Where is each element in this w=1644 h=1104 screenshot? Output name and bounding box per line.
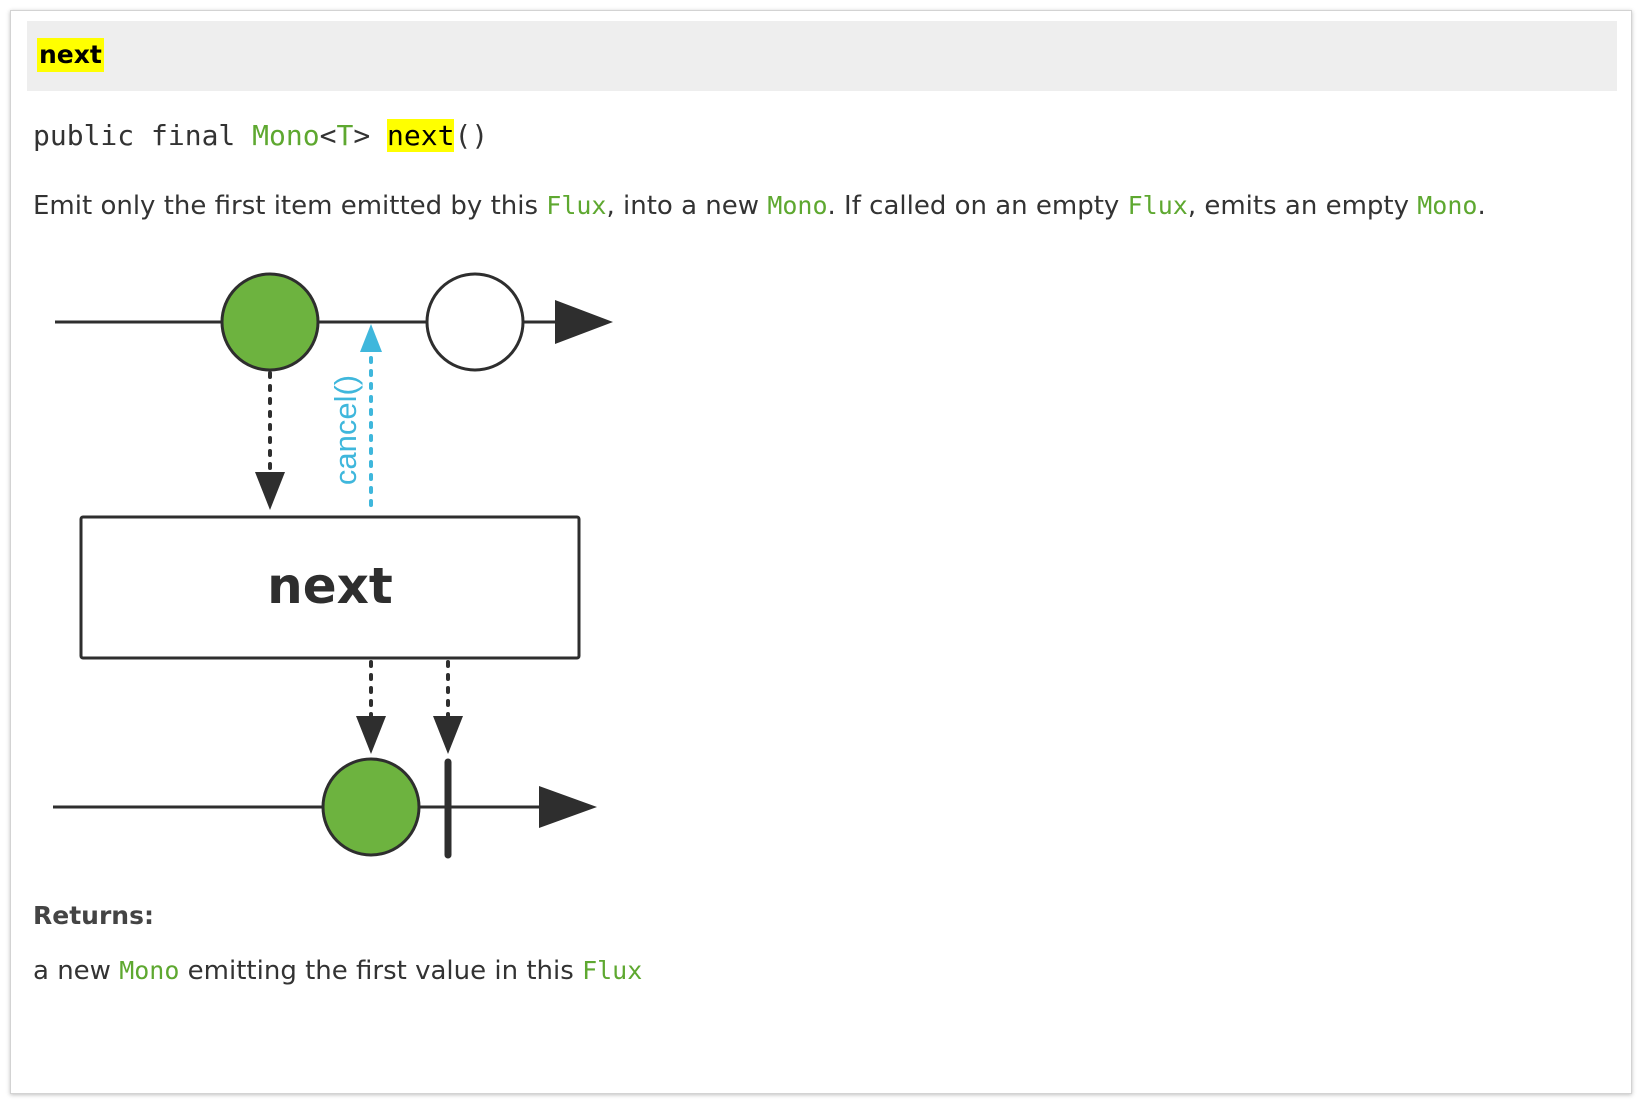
method-name-highlight: next: [387, 119, 455, 152]
description-text-1: Emit only the first item emitted by this: [33, 191, 547, 221]
signature-gt: >: [353, 119, 388, 152]
method-description: Emit only the first item emitted by this…: [33, 186, 1486, 226]
method-header: next: [27, 21, 1617, 91]
description-text-3: . If called on an empty: [827, 191, 1128, 221]
description-text-2: , into a new: [606, 191, 768, 221]
returns-text-2: emitting the first value in this: [179, 956, 583, 986]
complete-arrowhead: [433, 716, 463, 754]
operator-label: next: [267, 557, 393, 615]
result-timeline-arrowhead: [539, 786, 597, 828]
cancel-label: cancel(): [328, 375, 363, 485]
method-signature: public final Mono<T> next(): [33, 118, 488, 154]
returns-flux-link[interactable]: Flux: [582, 956, 643, 985]
source-item-green: [220, 272, 320, 372]
returns-description: a new Mono emitting the first value in t…: [33, 951, 642, 991]
flux-code-link[interactable]: Flux: [546, 191, 607, 220]
returns-label: Returns:: [33, 901, 154, 930]
signature-parens: (): [454, 119, 489, 152]
operator-box: [79, 515, 581, 660]
source-item-empty: [425, 272, 525, 372]
marble-diagram: cancel() next: [53, 272, 613, 859]
returns-mono-link[interactable]: Mono: [119, 956, 180, 985]
result-item-green: [321, 757, 421, 857]
return-type-link[interactable]: Mono: [252, 119, 320, 152]
flux-code-link-2[interactable]: Flux: [1127, 191, 1188, 220]
returns-text-1: a new: [33, 956, 120, 986]
description-text-4: , emits an empty: [1187, 191, 1418, 221]
cancel-arrowhead: [360, 324, 382, 352]
description-text-5: .: [1477, 191, 1486, 221]
signature-modifiers: public final: [33, 119, 253, 152]
result-item-arrowhead: [356, 716, 386, 754]
signature-lt: <: [319, 119, 337, 152]
mono-code-link-2[interactable]: Mono: [1417, 191, 1478, 220]
source-timeline-arrowhead: [555, 300, 613, 344]
emit-down-arrowhead: [255, 472, 285, 510]
mono-code-link[interactable]: Mono: [767, 191, 828, 220]
method-title: next: [37, 38, 104, 72]
type-param-link[interactable]: T: [336, 119, 354, 152]
